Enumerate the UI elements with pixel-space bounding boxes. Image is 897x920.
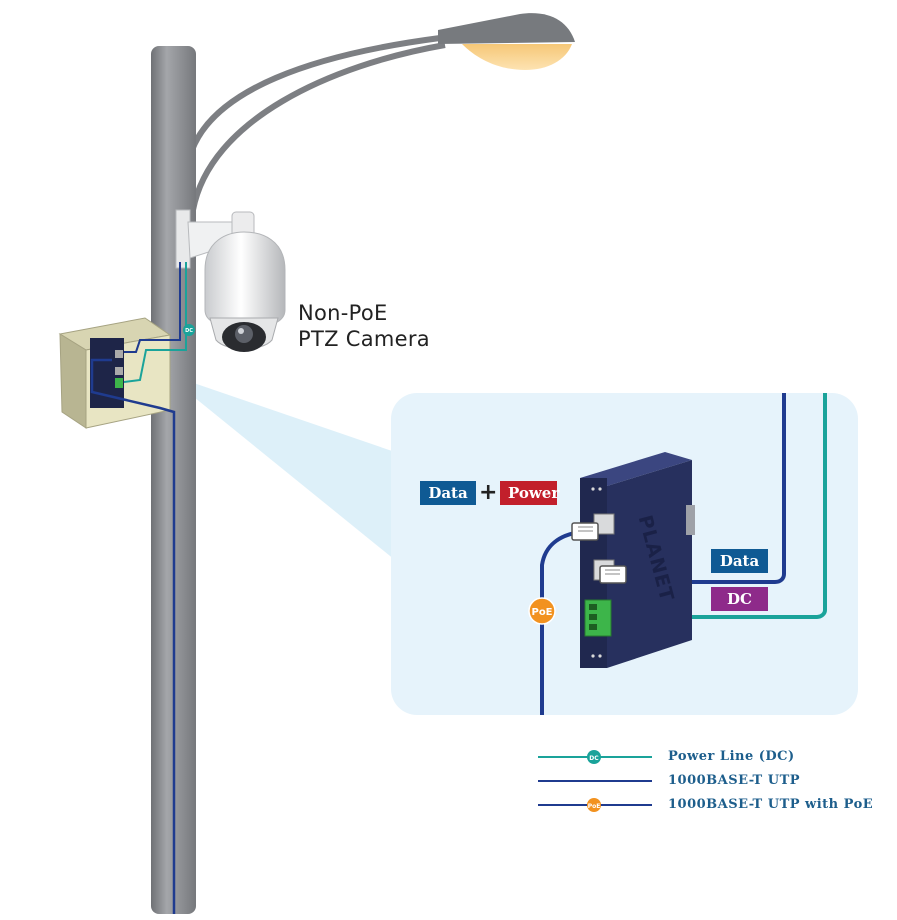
poe-badge [528, 597, 556, 625]
pole-cables [90, 262, 187, 914]
tag-data-out: Data [711, 549, 768, 573]
camera-label: Non-PoE PTZ Camera [298, 300, 430, 352]
legend-lines [538, 750, 652, 812]
camera-label-line2: PTZ Camera [298, 327, 430, 351]
dc-small-badge [183, 324, 195, 336]
junction-box [58, 317, 172, 429]
poe-badge-text: PoE [531, 607, 552, 618]
camera-bracket [175, 209, 255, 269]
camera-label-line1: Non-PoE [298, 301, 388, 325]
legend-poe-marker-text: PoE [588, 803, 601, 810]
legend-item-utp: 1000BASE-T UTP [668, 773, 801, 788]
ptz-camera [204, 231, 286, 352]
legend-dc-marker-text: DC [589, 755, 599, 762]
street-lamp [189, 13, 575, 211]
rj45-plug-in [571, 522, 599, 541]
legend-item-utp-poe: 1000BASE-T UTP with PoE [668, 797, 874, 812]
poe-device [580, 452, 695, 668]
tag-power-in: Power [500, 481, 559, 505]
zoom-beam [150, 368, 395, 560]
rj45-plug-out [599, 565, 627, 584]
legend-item-power-line: Power Line (DC) [668, 749, 795, 764]
tag-dc-out: DC [711, 587, 768, 611]
tag-plus: + [479, 480, 498, 505]
tag-data-in: Data [420, 481, 476, 505]
dc-small-badge-text: DC [185, 328, 193, 334]
